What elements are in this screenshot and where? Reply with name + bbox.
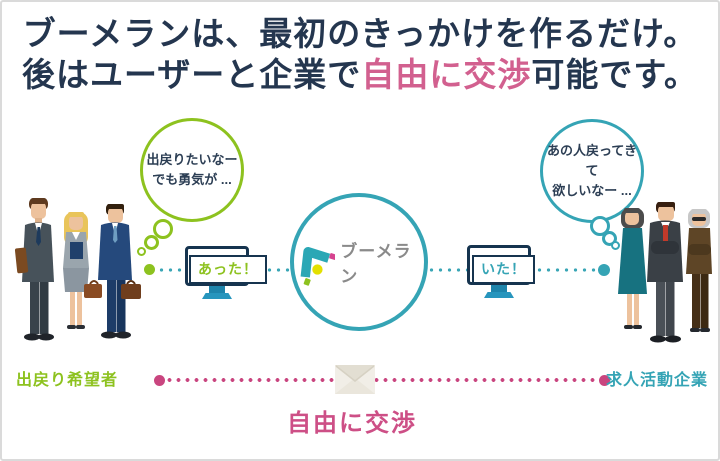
employer-thought-text: あの人戻ってきて 欲しいなー ... [543,141,641,201]
negotiation-label: 自由に交渉 [287,410,417,437]
employer-line-end-dot [598,264,610,276]
envelope-icon [335,365,375,394]
negotiation-dotted-line [165,378,602,382]
monitor-stand-neck [491,285,507,292]
employer-bubble-tail-3 [611,241,620,250]
seeker-thought-text: 出戻りたいなー でも勇気が ... [146,150,237,190]
headline-highlight: 自由に交渉 [361,55,532,93]
page-title: ブーメランは、最初のきっかけを作るだけ。 後はユーザーと企業で自由に交渉可能です… [2,14,718,96]
employer-match-label: いた！ [472,255,535,284]
seeker-line-start-dot [144,264,155,275]
headline-line2-suffix: 可能です。 [531,55,699,93]
headline-line1: ブーメランは、最初のきっかけを作るだけ。 [22,15,698,52]
headline-line2-prefix: 後はユーザーと企業で [21,55,362,93]
negotiation-line-start-dot [154,375,165,386]
service-circle: ブーメラン [290,193,428,331]
seeker-role-label: 出戻り希望者 [16,372,119,389]
seeker-bubble-tail-2 [144,235,159,250]
seeker-match-label: あった！ [189,255,267,284]
headline-line2: 後はユーザーと企業で自由に交渉可能です。 [2,55,718,96]
seeker-thought-line2: でも勇気が ... [152,172,232,187]
seeker-thought-bubble: 出戻りたいなー でも勇気が ... [140,118,244,222]
employers-illustration [618,202,712,343]
seeker-thought-line1: 出戻りたいなー [146,151,238,167]
boomerang-icon [300,247,336,286]
employer-role-label: 求人活動企業 [605,372,708,389]
employer-thought-bubble: あの人戻ってきて 欲しいなー ... [540,119,644,223]
seeker-bubble-tail-1 [153,219,173,239]
monitor-stand-base [202,293,232,299]
employer-thought-line2: 欲しいなー ... [552,183,632,199]
negotiation-line-end-dot [599,375,610,386]
employer-thought-line1: あの人戻ってきて [547,142,637,178]
monitor-stand-neck [209,286,225,293]
seeker-bubble-tail-3 [137,247,146,256]
job-seekers-illustration [14,198,141,341]
service-logo-text: ブーメラン [340,242,412,286]
monitor-stand-base [484,292,514,298]
